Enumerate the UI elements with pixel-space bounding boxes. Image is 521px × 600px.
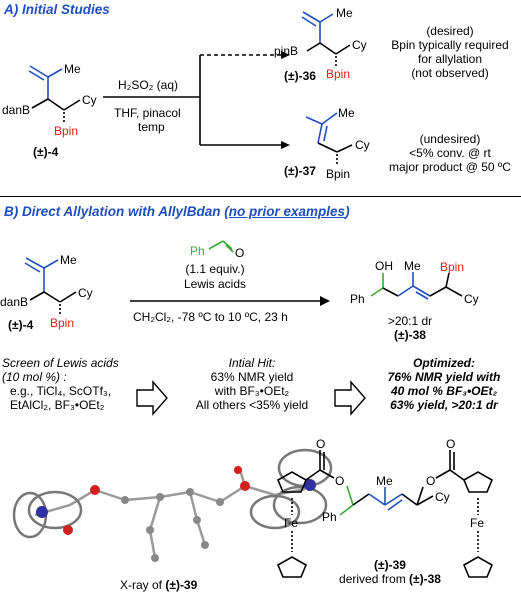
sm-4b-label: (±)-4 [8, 318, 34, 332]
p39-derived: derived from (±)-38 [320, 572, 460, 586]
sm-4b-cy: Cy [78, 286, 93, 300]
screen-line-1: Screen of Lewis acids [2, 356, 119, 370]
p39-label: (±)-39 [374, 558, 406, 572]
section-b-title: B) Direct Allylation with AllylBdan (no … [4, 204, 350, 219]
p38-dr: >20:1 dr [387, 314, 433, 328]
hit-line-3: with BF₃•OEt₂ [214, 384, 290, 398]
arrow-head-37 [281, 141, 290, 149]
p38-label: (±)-38 [394, 328, 426, 342]
lewis-acids: Lewis acids [183, 277, 247, 291]
xray-caption-label: (±)-39 [165, 578, 198, 592]
hit-line-1: Intial Hit: [228, 356, 276, 370]
p39-me: Me [376, 474, 393, 488]
arrow-head-36 [281, 51, 290, 59]
xray-caption: X-ray of (±)-39 [120, 578, 197, 592]
p39-derived-prefix: derived from [339, 572, 410, 586]
p39-o2: O [335, 474, 345, 488]
section-a-arrows [103, 54, 284, 146]
p36-label: (±)-36 [284, 69, 316, 83]
aldehyde-structure [208, 240, 234, 253]
section-b-title-underlined: no prior examples [228, 204, 346, 219]
p39-structure [276, 450, 494, 578]
aldehyde-equiv: (1.1 equiv.) [185, 262, 245, 276]
screen-line-3: e.g., TiCl₄, ScOTf₃, [10, 384, 112, 398]
xray-caption-prefix: X-ray of [120, 578, 166, 592]
optimized-line-1: Optimized: [413, 356, 475, 370]
note-36-3: for allylation [417, 52, 483, 66]
p37-me: Me [338, 106, 355, 120]
sm-4-structure [28, 65, 81, 124]
p39-fe-left: Fe [284, 516, 299, 530]
p38-structure [370, 272, 463, 300]
reagent-h2so2: H₂SO₂ (aq) [118, 78, 178, 92]
section-b-title-close: ) [345, 204, 350, 219]
sm-4b-danb: danB [0, 295, 29, 309]
screen-line-2: (10 mol %) : [2, 370, 67, 384]
p39-cy: Cy [435, 490, 450, 504]
hit-line-2: 63% NMR yield [210, 370, 294, 384]
hit-line-4: All others <35% yield [195, 398, 309, 412]
optimized-line-3: 40 mol % BF₃•OEt₂ [390, 384, 498, 398]
sm-4-me: Me [64, 62, 81, 76]
note-36-2: Bpin typically required [391, 38, 509, 52]
p37-cy: Cy [355, 138, 370, 152]
xray-structure-image [12, 448, 333, 562]
aldehyde-o: O [235, 246, 245, 260]
p38-ph: Ph [350, 292, 365, 306]
p39-o4: O [446, 437, 456, 451]
p39-o1: O [316, 437, 326, 451]
p39-derived-label: (±)-38 [409, 572, 441, 586]
p38-oh: OH [375, 259, 393, 273]
sm-4b-bpin: Bpin [50, 316, 75, 330]
allylation-arrow-head [320, 296, 330, 306]
sm-4-label: (±)-4 [33, 145, 59, 159]
p36-structure [301, 11, 351, 67]
aldehyde-ph: Ph [190, 244, 205, 258]
p36-pinb: pinB [274, 44, 299, 58]
allylation-conditions: CH₂Cl₂, -78 ºC to 10 ºC, 23 h [133, 310, 288, 324]
p38-me: Me [404, 259, 421, 273]
screen-line-4: EtAlCl₂, BF₃•OEt₂ [10, 398, 105, 412]
reagent-thf: THF, pinacol [114, 106, 181, 120]
note-37-1: (undesired) [419, 132, 481, 146]
p36-cy: Cy [352, 38, 367, 52]
reagent-temp: temp [138, 120, 165, 134]
p37-label: (±)-37 [284, 164, 316, 178]
sm-4-cy: Cy [82, 93, 97, 107]
sm-4-danb: danB [2, 103, 31, 117]
p39-o3: O [426, 474, 436, 488]
note-37-3: major product @ 50 ºC [389, 160, 511, 174]
optimized-line-2: 76% NMR yield with [387, 370, 501, 384]
p36-me: Me [336, 6, 353, 20]
sm-4-bpin: Bpin [54, 124, 79, 138]
optimized-line-4: 63% yield, >20:1 dr [390, 398, 498, 412]
note-37-2: <5% conv. @ rt [409, 146, 491, 160]
open-arrows [136, 380, 366, 416]
sm-4b-structure [24, 257, 77, 316]
p39-ph: Ph [322, 510, 337, 524]
p37-structure [305, 112, 353, 166]
section-divider-top [0, 196, 521, 197]
note-36-1: (desired) [426, 24, 474, 38]
p39-fe-right: Fe [470, 516, 485, 530]
section-b-title-main: B) Direct Allylation with AllylBdan ( [4, 204, 229, 219]
p38-cy: Cy [464, 292, 479, 306]
p38-bpin: Bpin [440, 260, 465, 274]
section-a-title: A) Initial Studies [4, 2, 110, 17]
note-36-4: (not observed) [411, 66, 489, 80]
sm-4b-me: Me [60, 253, 77, 267]
p37-bpin: Bpin [326, 167, 351, 181]
p36-bpin: Bpin [326, 67, 351, 81]
